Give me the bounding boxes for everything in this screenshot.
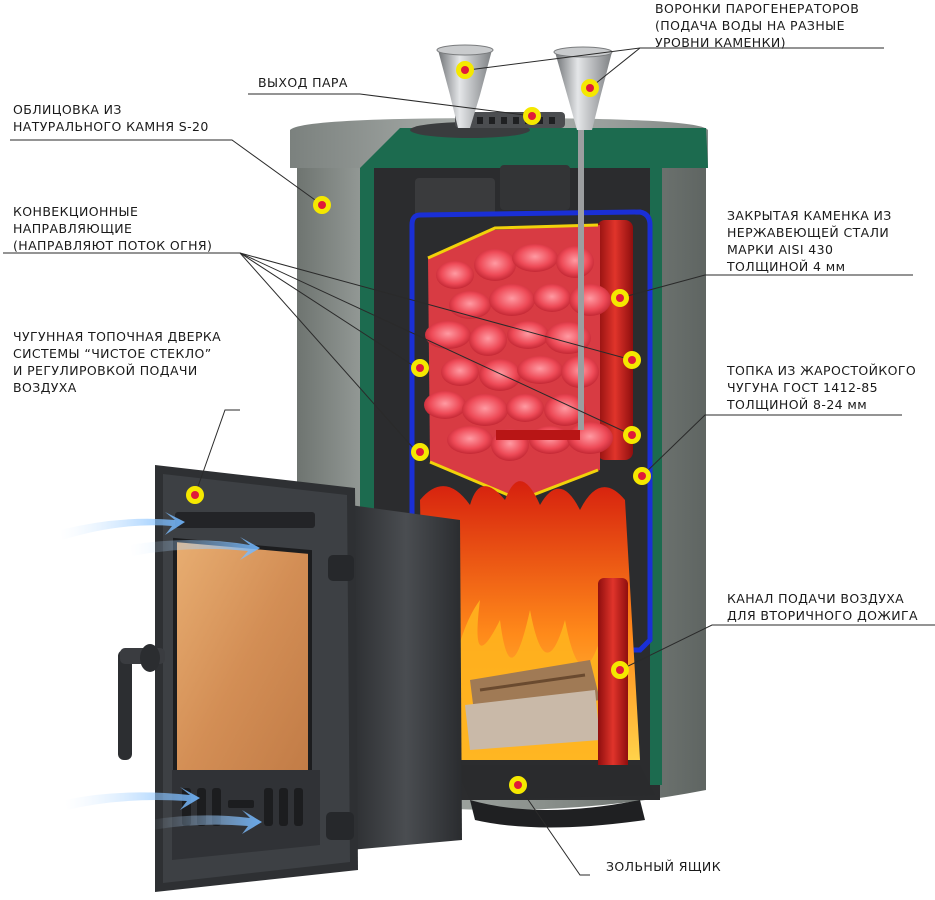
label-funnels: ВОРОНКИ ПАРОГЕНЕРАТОРОВ (ПОДАЧА ВОДЫ НА … xyxy=(655,1,860,50)
stone xyxy=(512,244,558,272)
stone xyxy=(462,394,508,426)
callout-marker-dot xyxy=(616,294,624,302)
door-handle xyxy=(118,644,165,760)
stove-legs xyxy=(470,800,645,828)
leader-air xyxy=(619,624,935,671)
stone xyxy=(533,284,571,312)
red-L-pipe xyxy=(496,430,580,440)
label-ash-box: ЗОЛЬНЫЙ ЯЩИК xyxy=(606,859,721,874)
callout-marker-dot xyxy=(416,448,424,456)
stone xyxy=(507,321,549,349)
yellow-grate xyxy=(427,223,599,260)
steam-pipe xyxy=(578,130,584,430)
callout-marker-dot xyxy=(616,666,624,674)
label-heater: ЗАКРЫТАЯ КАМЕНКА ИЗ НЕРЖАВЕЮЩЕЙ СТАЛИ МА… xyxy=(727,208,892,274)
leader-convection-c xyxy=(239,252,633,361)
ash-box xyxy=(455,765,655,800)
callout-marker-dot xyxy=(628,356,636,364)
stone xyxy=(441,358,479,386)
logs xyxy=(465,660,600,750)
stone xyxy=(489,284,535,316)
funnel-left xyxy=(436,44,494,128)
stone xyxy=(469,324,507,356)
stone xyxy=(425,321,471,349)
stone xyxy=(424,391,466,419)
leader-funnels xyxy=(589,47,884,89)
red-channel-top xyxy=(597,220,633,460)
flue-block xyxy=(415,178,495,216)
leader-door xyxy=(194,409,240,496)
label-door: ЧУГУННАЯ ТОПОЧНАЯ ДВЕРКА СИСТЕМЫ “ЧИСТОЕ… xyxy=(13,329,222,395)
stone xyxy=(474,249,516,281)
stone xyxy=(447,426,493,454)
door-glass xyxy=(173,537,312,793)
label-steam-outlet: ВЫХОД ПАРА xyxy=(258,75,348,90)
markers xyxy=(186,61,651,794)
callout-marker-dot xyxy=(586,84,594,92)
leader-cladding xyxy=(10,139,323,206)
leader-convection-b xyxy=(239,252,416,451)
callout-marker-dot xyxy=(416,364,424,372)
label-convection: КОНВЕКЦИОННЫЕ НАПРАВЛЯЮЩИЕ (НАПРАВЛЯЮТ П… xyxy=(13,204,213,253)
stone xyxy=(556,246,594,278)
air-flow-arrows xyxy=(60,512,262,834)
stones-group xyxy=(424,244,613,461)
leader-steam xyxy=(248,93,533,117)
leader-heater xyxy=(619,274,913,299)
callout-marker-dot xyxy=(628,431,636,439)
callout-marker-dot xyxy=(638,472,646,480)
stone xyxy=(436,261,474,289)
callout-marker-dot xyxy=(318,201,326,209)
leader-convection-d xyxy=(239,252,633,436)
label-air-channel: КАНАЛ ПОДАЧИ ВОЗДУХА ДЛЯ ВТОРИЧНОГО ДОЖИ… xyxy=(727,591,918,623)
label-firebox: ТОПКА ИЗ ЖАРОСТОЙКОГО ЧУГУНА ГОСТ 1412-8… xyxy=(727,363,917,412)
leader-firebox xyxy=(641,414,902,477)
callout-marker-dot xyxy=(528,112,536,120)
stone xyxy=(449,291,491,319)
firebox-door xyxy=(155,465,358,892)
flue-block-2 xyxy=(500,165,570,210)
callout-marker-dot xyxy=(191,491,199,499)
stone xyxy=(544,394,586,426)
stone xyxy=(479,359,521,391)
callout-marker-dot xyxy=(514,781,522,789)
callout-marker-dot xyxy=(461,66,469,74)
label-cladding: ОБЛИЦОВКА ИЗ НАТУРАЛЬНОГО КАМНЯ S-20 xyxy=(13,102,209,134)
leader-lines xyxy=(3,47,935,876)
green-top xyxy=(360,128,708,168)
door-frame-box xyxy=(350,505,462,850)
leader-funnels-2 xyxy=(467,47,641,71)
leader-ash xyxy=(517,784,590,876)
stone xyxy=(517,356,563,384)
stone xyxy=(506,394,544,422)
green-band-right xyxy=(650,165,662,785)
stone xyxy=(569,284,611,316)
